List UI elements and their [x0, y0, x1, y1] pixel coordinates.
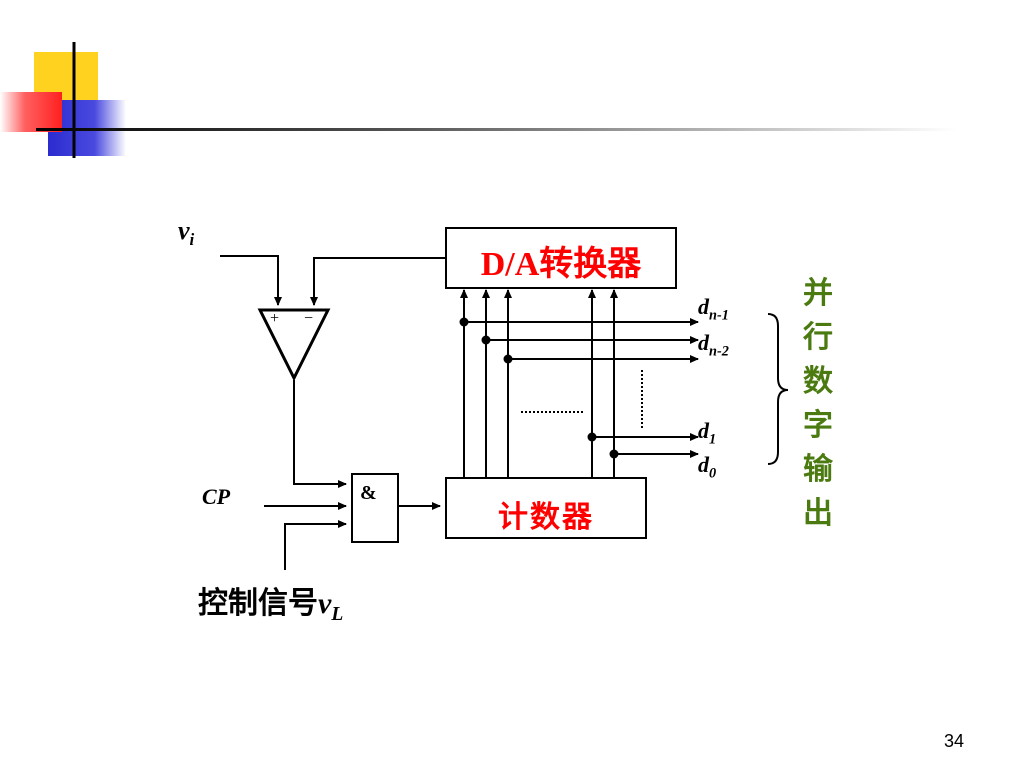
d0-label: d0 — [698, 452, 717, 482]
output-char: 并 — [803, 276, 833, 311]
junction-dot — [459, 317, 469, 327]
junction-dot — [609, 449, 619, 459]
control-signal-label: 控制信号vL — [198, 586, 344, 625]
cp-label: CP — [202, 484, 231, 509]
page-number: 34 — [943, 731, 964, 751]
comparator-output-wire — [293, 380, 347, 488]
output-brace — [767, 313, 789, 465]
da-converter-label: D/A转换器 — [480, 246, 642, 283]
counter-box — [445, 477, 647, 539]
output-char: 输 — [803, 452, 833, 487]
vi-label: vi — [178, 216, 195, 250]
and-gate-label: & — [360, 482, 377, 504]
d1-label: d1 — [698, 418, 717, 448]
output-char: 数 — [803, 364, 833, 399]
comparator-minus-label: − — [304, 310, 314, 327]
dn1-label: dn-1 — [698, 294, 729, 324]
output-char: 出 — [803, 496, 833, 531]
counter-label: 计数器 — [498, 500, 594, 535]
output-char: 字 — [803, 408, 833, 443]
da-converter-box — [445, 227, 677, 289]
and-gate — [351, 473, 399, 543]
dn2-label: dn-2 — [698, 330, 729, 360]
header-horizontal-line — [36, 128, 956, 131]
deco-red-square — [0, 92, 62, 132]
output-char: 行 — [803, 320, 833, 355]
vi-input-wire — [220, 255, 282, 306]
junction-dot — [481, 335, 491, 345]
parallel-digital-output-label: 并 行 数 字 输 出 — [798, 272, 838, 536]
junction-dot — [503, 354, 513, 364]
comparator — [257, 308, 331, 382]
comparator-plus-label: + — [270, 310, 280, 327]
da-feedback-wire — [310, 257, 446, 306]
control-wire — [284, 520, 347, 570]
junction-dot — [587, 432, 597, 442]
